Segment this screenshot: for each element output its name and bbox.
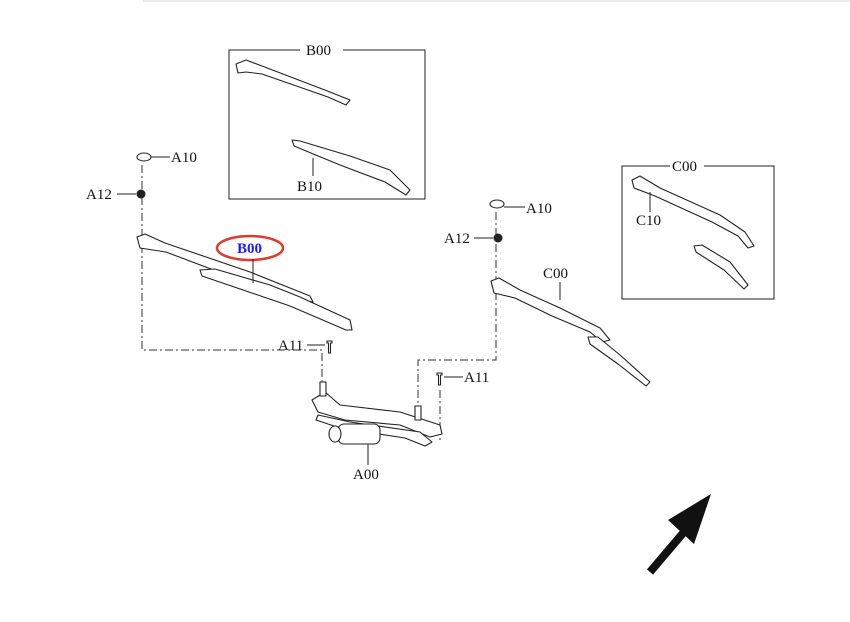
arrow-up-right-icon: [646, 494, 711, 575]
inset-c00: C00 C10: [621, 159, 775, 300]
label-c00[interactable]: C00: [543, 266, 568, 282]
wiper-blade-left: [199, 268, 353, 331]
screw-a11-right: [436, 372, 443, 386]
right-wiper-assembly: A10 A12 C00 A11: [417, 199, 651, 440]
top-divider: [143, 0, 850, 2]
wiper-arm-right: [490, 277, 611, 343]
label-a10-left[interactable]: A10: [171, 150, 197, 166]
inset-b00: B00 B10: [228, 43, 426, 200]
highlight-ring-b00: [215, 234, 285, 262]
label-b00-highlight[interactable]: B00: [237, 241, 262, 257]
wiper-arm-b: [235, 59, 351, 106]
label-b00-inset[interactable]: B00: [306, 43, 331, 59]
label-a00[interactable]: A00: [353, 467, 379, 483]
wiper-blade-right: [587, 336, 651, 387]
label-a11-right[interactable]: A11: [464, 370, 489, 386]
label-a11-left[interactable]: A11: [278, 338, 303, 354]
wiper-blade-b: [291, 139, 411, 196]
wiper-arm-c: [631, 175, 755, 249]
cap-a10-left: [136, 152, 152, 162]
wiper-motor-linkage-a00: A00: [311, 381, 443, 483]
nut-a12-left: [136, 189, 146, 199]
nut-a12-right: [493, 233, 503, 243]
screw-a11-left: [326, 340, 333, 354]
label-c10[interactable]: C10: [636, 213, 661, 229]
label-b10[interactable]: B10: [297, 179, 322, 195]
label-a10-right[interactable]: A10: [526, 201, 552, 217]
left-wiper-assembly: A10 A12 B00 A11: [86, 150, 353, 400]
wiper-blade-c: [693, 244, 749, 290]
cap-a10-right: [489, 199, 505, 209]
label-a12-right[interactable]: A12: [444, 231, 470, 247]
label-a12-left[interactable]: A12: [86, 187, 112, 203]
label-c00-inset[interactable]: C00: [672, 159, 697, 175]
